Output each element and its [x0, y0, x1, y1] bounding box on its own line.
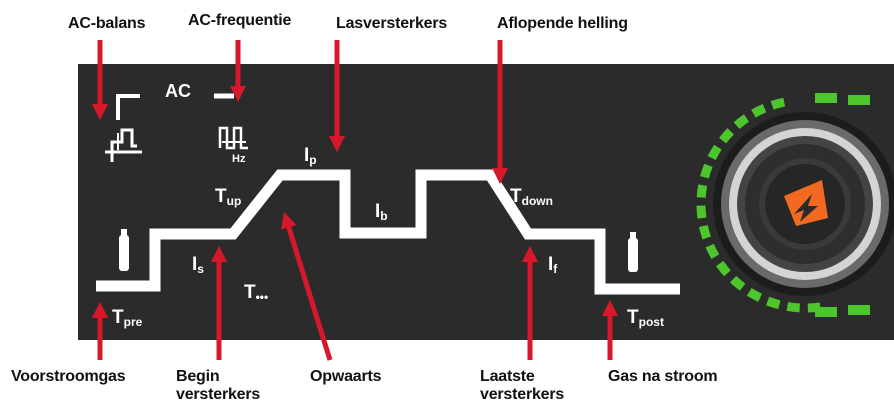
- led-segment: [765, 296, 781, 310]
- callout-arrows: [92, 40, 618, 361]
- led-segment: [786, 302, 800, 313]
- led-segment: [700, 163, 713, 179]
- callout-downslope: Aflopende helling: [497, 15, 628, 32]
- param-t-pre: Tpre: [112, 307, 143, 329]
- callout-upslope: Opwaarts: [310, 368, 382, 385]
- arrow-upslope-head: [281, 212, 297, 230]
- callout-ac-balance: AC-balans: [68, 15, 146, 32]
- hz-label: Hz: [232, 153, 246, 165]
- param-i-b: Ib: [375, 201, 388, 223]
- led-segment: [848, 305, 870, 315]
- led-segment: [848, 95, 870, 105]
- arrow-post-gas-head: [602, 300, 618, 316]
- arrow-downslope-head: [492, 168, 508, 184]
- param-i-p: Ip: [304, 145, 317, 167]
- gas-bottle-icon: [628, 232, 638, 272]
- param-t-down: Tdown: [510, 186, 553, 208]
- ac-frequency-icon: [218, 126, 248, 150]
- led-segment: [696, 205, 707, 219]
- led-segment: [746, 287, 763, 302]
- param-i-f: If: [548, 254, 558, 276]
- arrow-weld-current-head: [329, 136, 345, 152]
- led-ring: [696, 93, 870, 317]
- gas-bottle-icon: [119, 229, 129, 271]
- arrow-ac-balance-head: [92, 104, 108, 120]
- led-segment: [751, 104, 767, 118]
- led-segment: [770, 97, 786, 110]
- arrow-start-current-head: [211, 246, 227, 262]
- led-segment: [815, 307, 837, 317]
- ac-balance-icon: [105, 94, 142, 162]
- led-segment: [807, 302, 821, 313]
- led-segment: [729, 275, 746, 291]
- led-segment: [733, 114, 750, 130]
- led-segment: [696, 184, 708, 198]
- arrow-ac-frequency-head: [230, 86, 246, 102]
- callout-post-gas: Gas na stroom: [608, 368, 718, 385]
- param-i-s: Is: [192, 254, 204, 276]
- led-segment: [705, 243, 720, 259]
- arrow-upslope-shaft: [286, 226, 333, 361]
- param-t-up: Tup: [215, 186, 242, 208]
- callout-final-current: Laatste versterkers: [480, 368, 565, 403]
- led-segment: [716, 260, 731, 277]
- arrow-pre-gas-head: [92, 302, 108, 318]
- led-segment: [719, 128, 734, 144]
- callout-pre-gas: Voorstroomgas: [11, 368, 126, 385]
- arrow-final-current-head: [522, 246, 538, 262]
- param-t-dots: T•••: [244, 282, 269, 304]
- welding-curve: [96, 169, 680, 295]
- param-t-post: Tpost: [627, 307, 664, 329]
- callout-ac-frequency: AC-frequentie: [188, 12, 292, 29]
- callout-weld-current: Lasversterkers: [336, 15, 448, 32]
- callout-start-current: Begin versterkers: [176, 368, 261, 403]
- led-segment: [815, 93, 837, 103]
- brand-logo-icon: [784, 180, 828, 226]
- led-segment: [698, 225, 711, 240]
- led-segment: [707, 144, 722, 161]
- ac-label: AC: [165, 81, 191, 101]
